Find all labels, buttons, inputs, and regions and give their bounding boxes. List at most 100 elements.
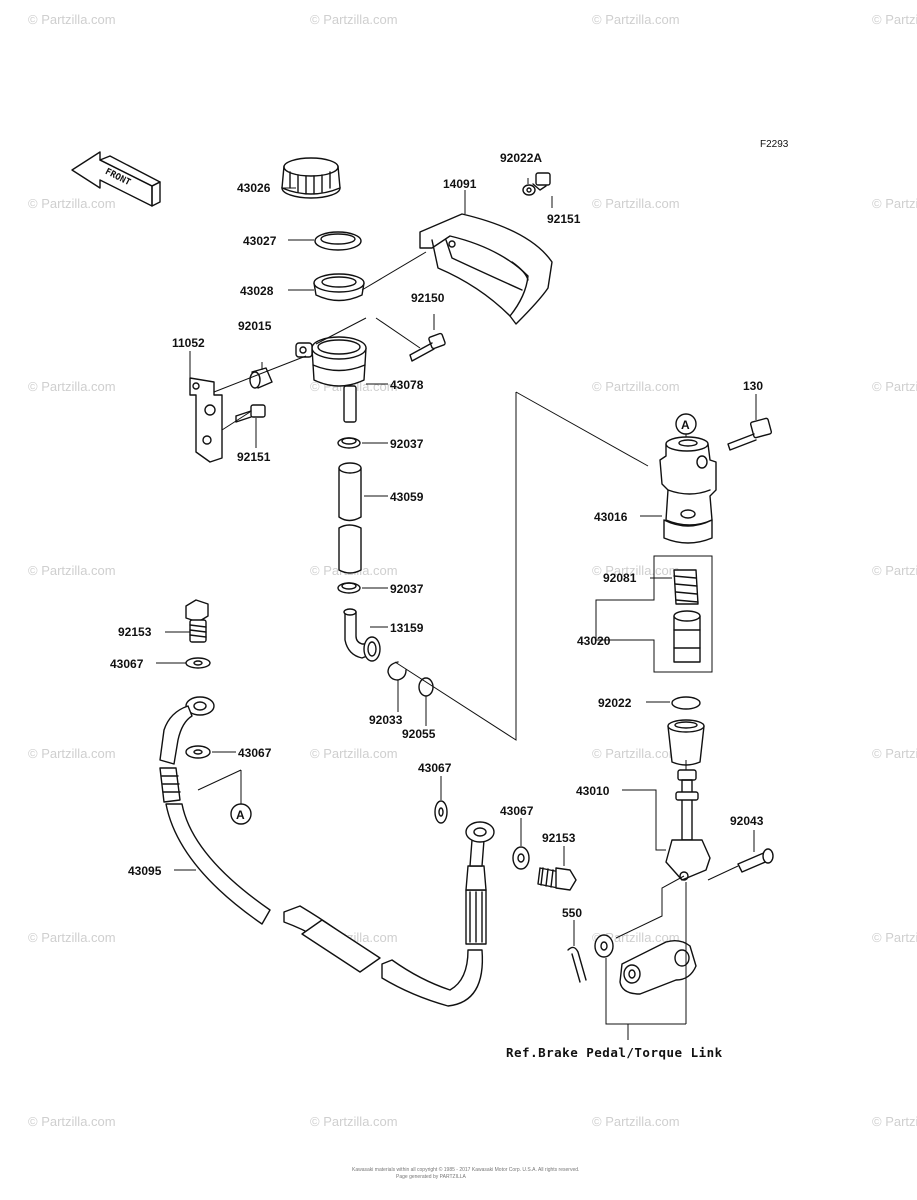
part-number: 43095 [128, 864, 162, 878]
spring [673, 569, 699, 605]
part-number: 43026 [237, 181, 271, 195]
washer-92022A [522, 184, 536, 196]
gasket-upper [185, 657, 211, 669]
watermark: © Partzilla.com [592, 1114, 680, 1129]
circlip-92022 [671, 696, 701, 710]
push-rod-bracket-line [650, 789, 666, 851]
bracket-bolt [235, 404, 266, 423]
o-ring [418, 677, 434, 697]
gasket-lower-b [512, 846, 530, 870]
circlip [387, 661, 407, 681]
svg-text:A: A [236, 808, 245, 822]
part-number: 92151 [547, 212, 581, 226]
copyright-footer: Kawasaki materials within all copyright … [352, 1166, 579, 1173]
watermark: © Partzilla.com [872, 12, 917, 27]
part-number: 92022A [500, 151, 542, 165]
reservoir-hose [338, 462, 362, 574]
watermark: © Partzilla.com [872, 196, 917, 211]
reservoir-bracket [189, 377, 223, 463]
reservoir-bolt [409, 332, 446, 362]
diaphragm-plate [314, 231, 362, 251]
svg-text:A: A [681, 418, 690, 432]
hose-clamp-lower [337, 582, 361, 594]
watermark: © Partzilla.com [592, 746, 680, 761]
clevis-pin [707, 848, 774, 881]
master-cylinder-bolt [727, 417, 773, 451]
watermark: © Partzilla.com [872, 379, 917, 394]
watermark: © Partzilla.com [28, 746, 116, 761]
part-number: 92033 [369, 713, 403, 727]
part-number: 43059 [390, 490, 424, 504]
callout-a-lower: A [197, 769, 252, 825]
part-number: 43067 [500, 804, 534, 818]
part-number: 43067 [238, 746, 272, 760]
part-number: 92153 [118, 625, 152, 639]
front-arrow-icon: FRONT [71, 151, 161, 207]
reservoir-cover [419, 213, 553, 325]
watermark: © Partzilla.com [28, 12, 116, 27]
figure-code: F2293 [760, 139, 789, 150]
watermark: © Partzilla.com [872, 1114, 917, 1129]
part-number: 43027 [243, 234, 277, 248]
collar [249, 367, 273, 389]
gasket-lower-left [185, 745, 211, 759]
part-number: 43067 [418, 761, 452, 775]
brake-hose [159, 696, 495, 1007]
cover-bolt [532, 172, 551, 191]
piston [673, 610, 701, 663]
part-number: 130 [743, 379, 763, 393]
part-number: 43078 [390, 378, 424, 392]
watermark: © Partzilla.com [872, 746, 917, 761]
part-number: 92055 [402, 727, 436, 741]
part-number: 92150 [411, 291, 445, 305]
watermark: © Partzilla.com [872, 930, 917, 945]
reservoir-tank [295, 336, 367, 423]
banjo-bolt-upper [185, 599, 209, 643]
part-number: 92081 [603, 571, 637, 585]
part-number: 43020 [577, 634, 611, 648]
watermark: © Partzilla.com [310, 746, 398, 761]
watermark: © Partzilla.com [28, 196, 116, 211]
elbow-fitting [343, 608, 381, 662]
part-number: 43016 [594, 510, 628, 524]
watermark: © Partzilla.com [28, 563, 116, 578]
part-number: 550 [562, 906, 582, 920]
part-number: 92153 [542, 831, 576, 845]
watermark: © Partzilla.com [592, 196, 680, 211]
reservoir-cap [281, 157, 341, 199]
leader-lines [156, 178, 757, 946]
banjo-bolt-lower [537, 867, 577, 891]
part-number: 43010 [576, 784, 610, 798]
watermark: © Partzilla.com [28, 379, 116, 394]
watermark: © Partzilla.com [310, 1114, 398, 1129]
reference-note: Ref.Brake Pedal/Torque Link [506, 1045, 723, 1060]
brake-pedal-link [594, 875, 697, 1040]
part-number: 43028 [240, 284, 274, 298]
watermark: © Partzilla.com [592, 563, 680, 578]
part-number: 13159 [390, 621, 424, 635]
cotter-pin [567, 946, 587, 983]
assembly-outline [394, 391, 649, 741]
push-rod-assembly [665, 719, 711, 881]
part-number: 92022 [598, 696, 632, 710]
hose-clamp-upper [337, 437, 361, 449]
copyright-footer-sub: Page generated by PARTZILLA [396, 1174, 467, 1180]
part-number: 92037 [390, 582, 424, 596]
part-number: 92037 [390, 437, 424, 451]
part-number: 14091 [443, 177, 477, 191]
part-number: 92151 [237, 450, 271, 464]
diaphragm [313, 273, 365, 302]
watermark: © Partzilla.com [592, 12, 680, 27]
watermark: © Partzilla.com [872, 563, 917, 578]
watermark: © Partzilla.com [592, 379, 680, 394]
watermark: © Partzilla.com [28, 930, 116, 945]
part-number: 92043 [730, 814, 764, 828]
part-number: 11052 [172, 336, 205, 350]
watermark: © Partzilla.com [310, 12, 398, 27]
watermark: © Partzilla.com [592, 930, 680, 945]
gasket-lower-a [434, 800, 448, 824]
master-cylinder [659, 436, 717, 544]
part-labels: 43026 43027 43028 11052 92015 92151 1409… [110, 151, 764, 920]
part-number: 43067 [110, 657, 144, 671]
